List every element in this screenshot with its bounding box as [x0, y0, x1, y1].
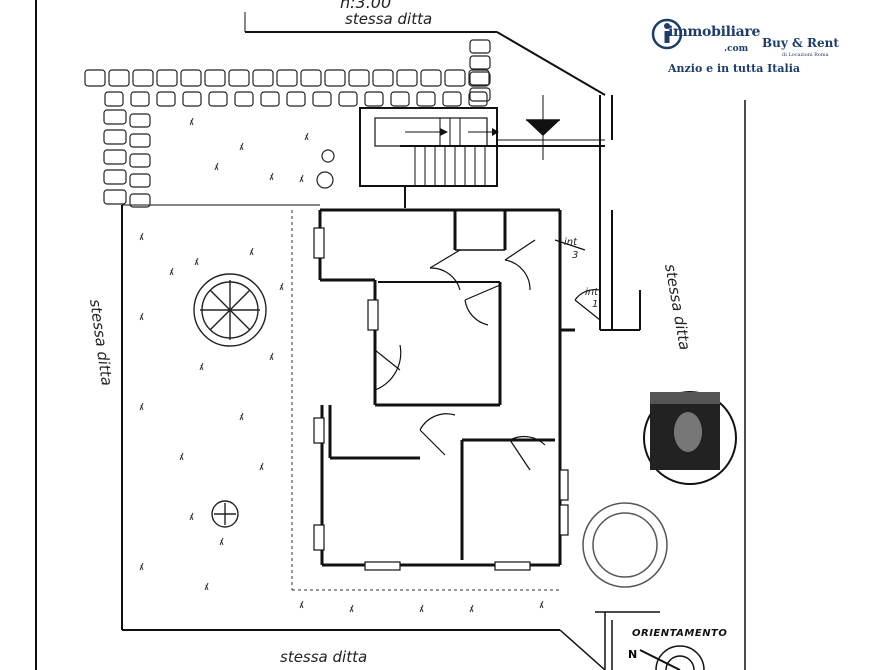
shrubs: [316, 149, 335, 189]
tree-small: [211, 500, 239, 528]
logo-buy-rent-sub: di Locazioni Roma: [782, 52, 829, 58]
north-arrow-icon: [639, 645, 705, 670]
unit-int3-label: int: [564, 237, 578, 248]
garden-grass: [139, 117, 544, 613]
logo-brand: immobiliare: [668, 24, 761, 40]
faded-seal: [582, 502, 668, 588]
logo-domain: .com: [724, 44, 749, 54]
stone-wall: [84, 39, 491, 208]
scale-label: n:3.00: [340, 0, 391, 12]
north-label: N: [628, 648, 637, 661]
unit-int1-label: int: [585, 287, 599, 298]
label-right: stessa ditta: [661, 263, 694, 352]
staircase: [359, 107, 605, 208]
orientation-label: ORIENTAMENTO: [632, 628, 728, 639]
official-stamp: [643, 391, 737, 485]
logo-buy-rent: Buy & Rent: [762, 36, 839, 50]
apartment-walls: [318, 208, 575, 567]
agency-logo: immobiliare .com Buy & Rent di Locazioni…: [650, 12, 850, 82]
label-top: stessa ditta: [345, 10, 432, 28]
entrance-marker: [526, 95, 560, 160]
logo-tagline: Anzio e in tutta Italia: [668, 62, 800, 75]
unit-int1-number: 1: [592, 299, 598, 310]
label-bottom: stessa ditta: [280, 648, 367, 666]
logo-i-icon: [651, 18, 683, 50]
unit-int3-number: 3: [572, 250, 578, 261]
tree-large: [193, 273, 267, 347]
label-left: stessa ditta: [86, 298, 116, 387]
